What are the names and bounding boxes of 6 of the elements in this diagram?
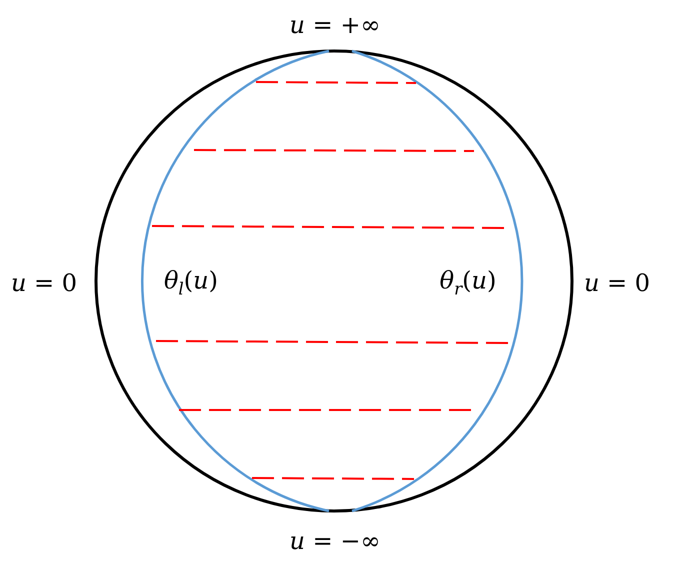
math-label: u = −∞ bbox=[290, 529, 380, 553]
math-label: u = 0 bbox=[10, 271, 78, 295]
math-label: θ$_{l}$(u) bbox=[164, 268, 218, 298]
math-label: u = 0 bbox=[584, 271, 650, 295]
math-label: θ$_{r}$(u) bbox=[440, 268, 496, 298]
math-label: u = +∞ bbox=[290, 13, 380, 37]
